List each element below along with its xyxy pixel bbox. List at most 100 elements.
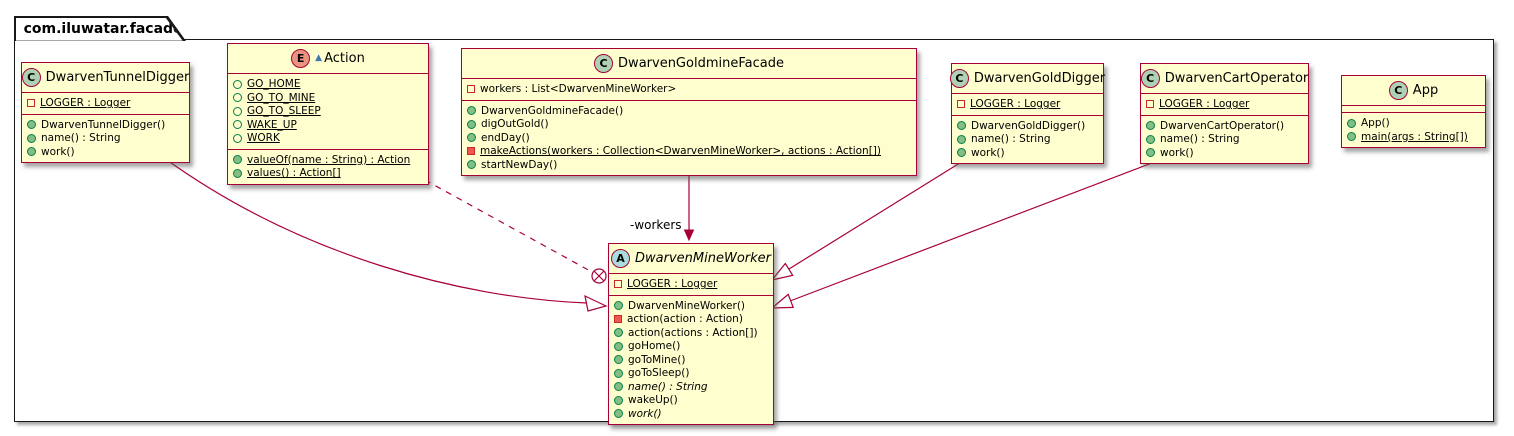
methods-section: DwarvenGoldmineFacade() digOutGold() end…	[462, 99, 916, 176]
method-row: work()	[1141, 146, 1308, 160]
method-row: name() : String	[952, 133, 1103, 147]
method-row: values() : Action[]	[228, 167, 428, 181]
method-row: main(args : String[])	[1342, 130, 1485, 144]
package-title: com.iluwatar.facade	[23, 20, 183, 37]
method-row: DwarvenGoldmineFacade()	[462, 104, 916, 118]
public-method-icon	[614, 301, 623, 311]
field-text: LOGGER : Logger	[40, 97, 131, 110]
method-text: endDay()	[481, 131, 530, 144]
class-header: C App	[1342, 76, 1485, 105]
methods-section: DwarvenGoldDigger() name() : String work…	[952, 114, 1103, 164]
method-row: App()	[1342, 117, 1485, 131]
public-method-icon	[467, 106, 476, 116]
methods-section: DwarvenTunnelDigger() name() : String wo…	[22, 113, 189, 163]
public-method-icon	[614, 355, 623, 365]
public-method-icon	[27, 147, 36, 157]
methods-section: App() main(args : String[])	[1342, 112, 1485, 147]
field-row: LOGGER : Logger	[1141, 98, 1308, 112]
method-text: App()	[1361, 117, 1390, 130]
field-text: LOGGER : Logger	[1159, 98, 1250, 111]
class-box-dwarvencartoperator: C DwarvenCartOperator LOGGER : Logger Dw…	[1140, 63, 1309, 164]
method-row: name() : String	[1141, 133, 1308, 147]
method-text: values() : Action[]	[247, 167, 341, 180]
method-text: work()	[41, 145, 75, 158]
public-field-icon	[233, 79, 242, 89]
public-method-icon	[614, 409, 623, 419]
public-method-icon	[614, 368, 623, 378]
fields-section-empty	[1342, 105, 1485, 112]
enum-box-action: E ▲ Action GO_HOME GO_TO_MINE GO_TO_SLEE…	[227, 43, 429, 185]
field-row: LOGGER : Logger	[609, 278, 773, 292]
method-text: goToMine()	[628, 353, 686, 366]
public-field-icon	[233, 93, 242, 103]
fields-section: LOGGER : Logger	[1141, 93, 1308, 115]
method-text: digOutGold()	[481, 118, 549, 131]
private-method-icon	[614, 315, 622, 324]
class-header: C DwarvenGoldmineFacade	[462, 49, 916, 78]
method-row: wakeUp()	[609, 394, 773, 408]
method-text: makeActions(workers : Collection<Dwarven…	[480, 145, 881, 158]
enum-spot-icon: E	[291, 49, 311, 68]
public-method-icon	[467, 160, 476, 170]
class-header: C DwarvenCartOperator	[1140, 64, 1308, 93]
private-field-icon	[957, 100, 965, 109]
class-header: C DwarvenTunnelDigger	[21, 63, 189, 92]
method-text: main(args : String[])	[1361, 130, 1468, 143]
field-row: LOGGER : Logger	[952, 98, 1103, 112]
methods-section: DwarvenCartOperator() name() : String wo…	[1141, 114, 1308, 164]
method-text: name() : String	[41, 132, 121, 145]
enum-constant-row: GO_HOME	[228, 78, 428, 92]
class-spot-icon: C	[1140, 69, 1160, 88]
method-row: action(actions : Action[])	[609, 326, 773, 340]
field-row: workers : List<DwarvenMineWorker>	[462, 83, 916, 97]
enum-constant-row: GO_TO_SLEEP	[228, 105, 428, 119]
class-name: DwarvenGoldDigger	[973, 71, 1106, 86]
package-tab: com.iluwatar.facade	[14, 16, 186, 41]
method-text: wakeUp()	[628, 394, 678, 407]
private-field-icon	[467, 85, 475, 94]
nested-class-triangle-icon: ▲	[315, 53, 323, 63]
method-row: name() : String	[609, 380, 773, 394]
class-header: C DwarvenGoldDigger	[949, 64, 1106, 93]
enum-constant-row: WAKE_UP	[228, 118, 428, 132]
method-row: goToMine()	[609, 353, 773, 367]
class-spot-icon: C	[949, 69, 969, 88]
public-method-icon	[233, 168, 242, 178]
enum-constant-row: WORK	[228, 132, 428, 146]
method-row: action(action : Action)	[609, 313, 773, 327]
field-text: workers : List<DwarvenMineWorker>	[480, 83, 677, 96]
field-text: LOGGER : Logger	[970, 98, 1061, 111]
constant-text: GO_HOME	[247, 78, 301, 91]
method-text: startNewDay()	[481, 158, 558, 171]
class-name: Action	[324, 51, 365, 66]
fields-section: LOGGER : Logger	[952, 93, 1103, 115]
association-label-workers: -workers	[630, 218, 682, 232]
abstract-spot-icon: A	[611, 249, 631, 268]
public-method-icon	[614, 382, 623, 392]
method-row: goHome()	[609, 340, 773, 354]
method-row: work()	[22, 145, 189, 159]
method-text: DwarvenTunnelDigger()	[41, 118, 166, 131]
method-row: DwarvenTunnelDigger()	[22, 118, 189, 132]
method-text: action(action : Action)	[627, 313, 743, 326]
method-text: DwarvenGoldmineFacade()	[481, 104, 624, 117]
method-text: work()	[628, 407, 662, 420]
private-field-icon	[1146, 100, 1154, 109]
class-box-dwarventunneldigger: C DwarvenTunnelDigger LOGGER : Logger Dw…	[21, 62, 190, 163]
class-box-dwarvengoldminefacade: C DwarvenGoldmineFacade workers : List<D…	[461, 48, 917, 176]
method-text: name() : String	[971, 133, 1051, 146]
method-row: startNewDay()	[462, 158, 916, 172]
method-row: digOutGold()	[462, 118, 916, 132]
method-row: endDay()	[462, 131, 916, 145]
public-method-icon	[1347, 118, 1356, 128]
method-row: work()	[609, 407, 773, 421]
method-row: work()	[952, 146, 1103, 160]
public-method-icon	[957, 134, 966, 144]
constant-text: WAKE_UP	[247, 118, 297, 131]
public-method-icon	[27, 120, 36, 130]
method-text: goHome()	[628, 340, 681, 353]
public-field-icon	[233, 133, 242, 143]
method-text: action(actions : Action[])	[628, 326, 758, 339]
class-name: DwarvenMineWorker	[635, 251, 771, 266]
public-field-icon	[233, 106, 242, 116]
